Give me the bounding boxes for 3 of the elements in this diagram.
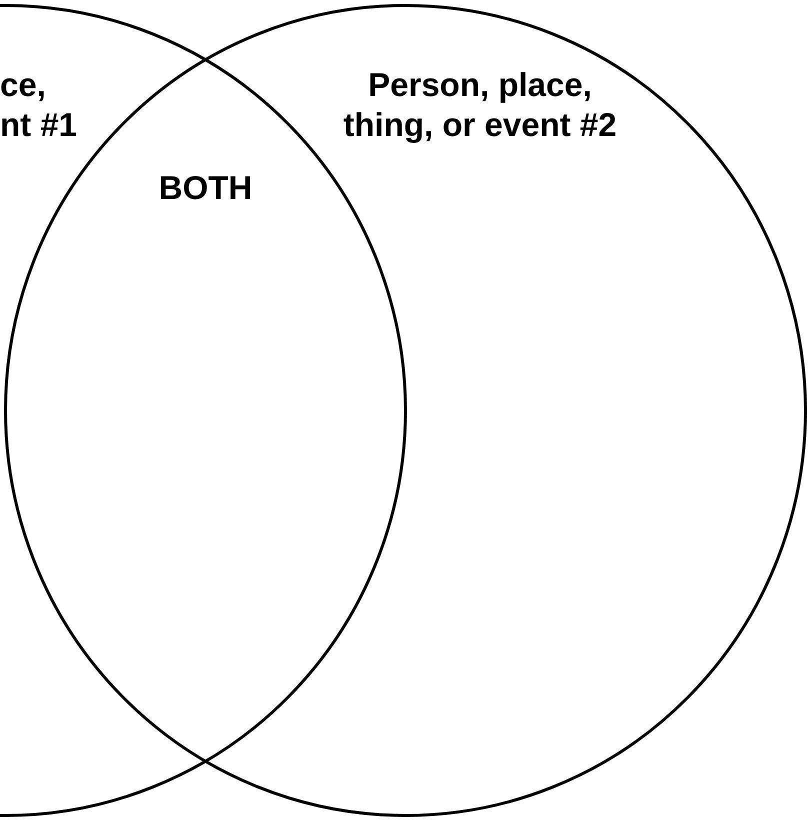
set-label: Person, place, thing, or event #2 xyxy=(342,65,618,145)
overlap-label: BOTH xyxy=(158,168,252,208)
set-label: ce, nt #1 xyxy=(0,65,78,145)
